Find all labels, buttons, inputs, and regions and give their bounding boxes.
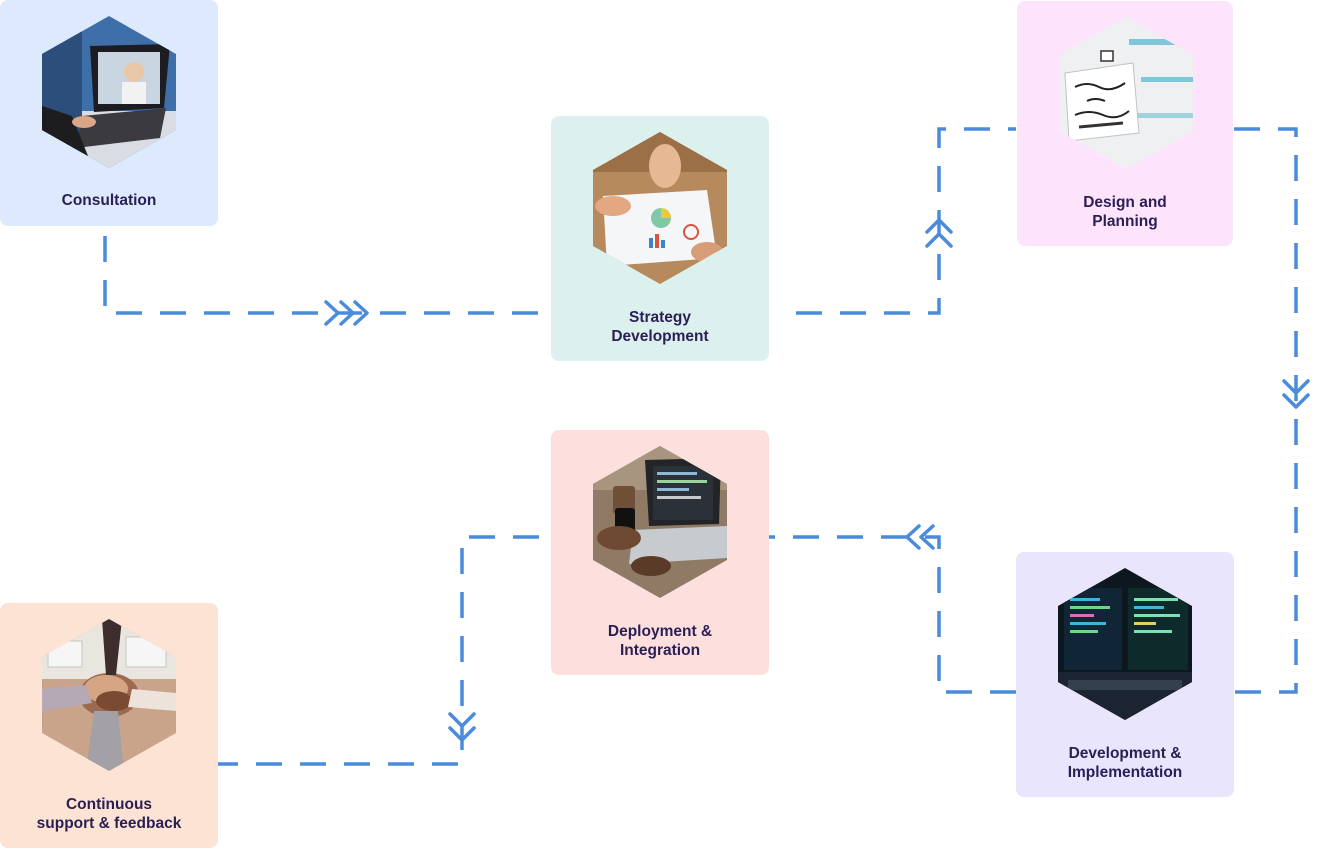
connector-deployment-to-support [218,535,539,766]
double-chevron-up-icon [925,218,953,248]
step-title-line1: Consultation [61,192,157,209]
step-card-continuous-support: Continuous support & feedback [0,603,218,848]
connector-strategy-to-design [796,127,1016,315]
connector-design-to-development [1234,127,1298,694]
support-photo [42,619,176,771]
double-chevron-down-icon [448,712,476,742]
development-photo [1058,568,1192,720]
consultation-photo [42,16,176,168]
step-card-design-planning: Design and Planning [1017,1,1233,246]
deployment-photo [593,446,727,598]
step-title-line2: support & feedback [36,815,182,832]
step-card-development-implementation: Development & Implementation [1016,552,1234,797]
connector-consultation-to-strategy [103,236,538,315]
step-title-line2: Development [611,328,709,345]
step-card-consultation: Consultation [0,0,218,226]
step-title-line2: Implementation [1067,764,1183,781]
strategy-photo [593,132,727,284]
double-chevron-left-icon [905,524,935,550]
step-card-strategy-development: Strategy Development [551,116,769,361]
double-chevron-down-icon [1282,379,1310,409]
double-chevron-right-icon [324,300,369,326]
step-card-deployment-integration: Deployment & Integration [551,430,769,675]
step-title-line1: Continuous [65,796,153,813]
step-title-line2: Integration [619,642,701,659]
step-title-line2: Planning [1092,213,1158,230]
connector-development-to-deployment [769,535,1016,694]
step-title-line1: Design and [1083,194,1167,211]
design-photo [1059,17,1193,169]
step-title-line1: Deployment & [607,623,713,640]
step-title-line1: Development & [1068,745,1182,762]
step-title-line1: Strategy [628,309,692,326]
